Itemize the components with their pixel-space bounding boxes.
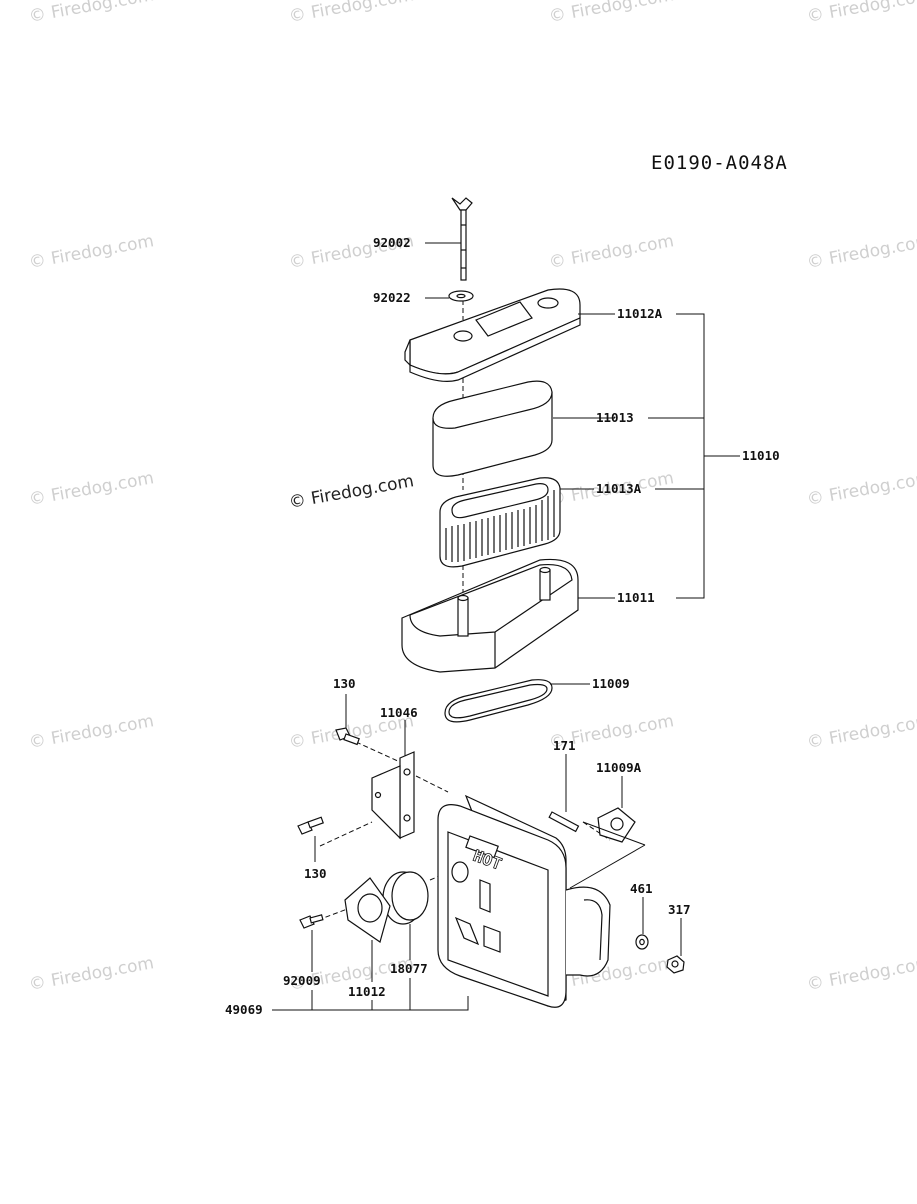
- watermark-text: © Firedog.com: [805, 711, 917, 753]
- part-label-11009: 11009: [592, 676, 630, 691]
- gasket-part: [444, 679, 553, 723]
- part-label-92022: 92022: [373, 290, 411, 305]
- part-label-18077: 18077: [390, 961, 428, 976]
- part-label-11011: 11011: [617, 590, 655, 605]
- part-label-11013: 11013: [596, 410, 634, 425]
- part-label-317: 317: [668, 902, 691, 917]
- stud-part: [548, 811, 580, 833]
- nut-part: [666, 955, 685, 974]
- lock-washer-part: [635, 934, 649, 950]
- part-label-49069: 49069: [225, 1002, 263, 1017]
- wing-bolt-part: [451, 197, 473, 281]
- air-cleaner-base-part: [401, 558, 579, 673]
- watermark-text: © Firedog.com: [547, 231, 675, 273]
- bolt-part: [297, 816, 324, 835]
- watermark-text: © Firedog.com: [27, 0, 155, 27]
- part-label-130-top: 130: [333, 676, 356, 691]
- muffler-cover-part: [344, 877, 391, 943]
- exhaust-gasket-part: [597, 807, 636, 843]
- watermark-text: © Firedog.com: [27, 711, 155, 753]
- air-cleaner-cover-part: [404, 288, 581, 382]
- watermark-text: © Firedog.com: [27, 953, 155, 995]
- watermark-text: © Firedog.com: [805, 953, 917, 995]
- part-label-11012a: 11012A: [617, 306, 663, 321]
- screw-part: [299, 914, 324, 929]
- diagram-code: E0190-A048A: [651, 152, 788, 174]
- part-label-11046: 11046: [380, 705, 418, 720]
- watermark-text: © Firedog.com: [547, 0, 675, 27]
- screen-part: [382, 871, 429, 925]
- part-label-11010: 11010: [742, 448, 780, 463]
- watermark-text: © Firedog.com: [287, 0, 415, 27]
- part-label-92009: 92009: [283, 973, 321, 988]
- part-label-11013a: 11013A: [596, 481, 642, 496]
- part-label-11009a: 11009A: [596, 760, 642, 775]
- watermark-text: © Firedog.com: [805, 231, 917, 273]
- watermark-text: © Firedog.com: [805, 0, 917, 27]
- part-label-92002: 92002: [373, 235, 411, 250]
- part-number-labels: 92002 92022 11012A 11013 11010 11013A 11…: [225, 235, 780, 1017]
- bracket-part: [371, 751, 415, 840]
- bolt-part: [335, 727, 360, 746]
- part-label-11012: 11012: [348, 984, 386, 999]
- air-filter-element-part: [439, 477, 561, 568]
- washer-part: [448, 290, 474, 302]
- leader-lines: [272, 242, 740, 1011]
- watermark-text: © Firedog.com: [805, 468, 917, 510]
- part-label-461: 461: [630, 881, 653, 896]
- pre-cleaner-part: [432, 380, 553, 477]
- muffler-part: HOT: [437, 794, 611, 1008]
- watermark-text: © Firedog.com: [27, 468, 155, 510]
- watermark-text: © Firedog.com: [27, 231, 155, 273]
- part-label-130-bottom: 130: [304, 866, 327, 881]
- watermark-center-text: © Firedog.com: [287, 471, 415, 513]
- part-label-171: 171: [553, 738, 576, 753]
